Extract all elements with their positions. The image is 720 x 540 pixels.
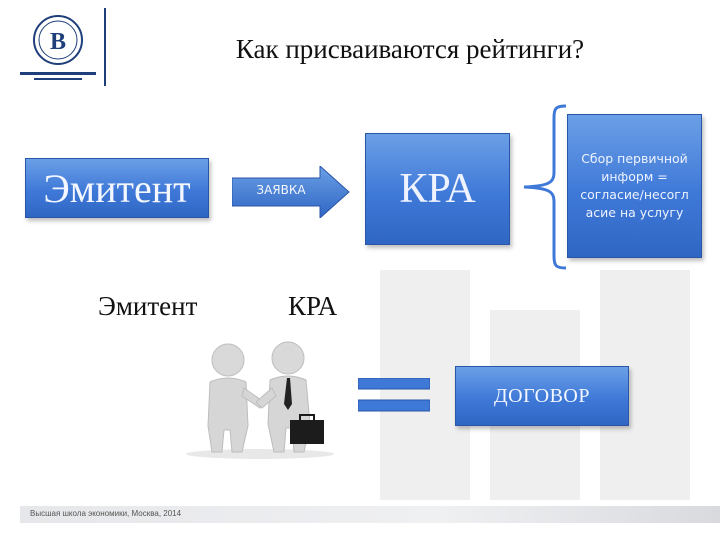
header-divider — [104, 8, 106, 86]
footer-text: Высшая школа экономики, Москва, 2014 — [30, 509, 182, 518]
page-title: Как присваиваются рейтинги? — [235, 34, 585, 64]
contract-box: ДОГОВОР — [455, 366, 629, 426]
footer-bar — [20, 506, 720, 523]
brace-connector — [523, 104, 567, 270]
issuer-box-label: Эмитент — [43, 165, 191, 211]
application-arrow — [232, 166, 350, 218]
kra-box: КРА — [365, 133, 510, 245]
kra-box-label: КРА — [399, 166, 476, 212]
hse-logo: B — [14, 12, 102, 88]
issuer-box: Эмитент — [25, 158, 209, 218]
arrow-label: ЗАЯВКА — [256, 183, 306, 197]
info-collection-text: Сбор первичной информ = согласие/несогл … — [580, 151, 689, 220]
handshake-people-image — [186, 341, 334, 459]
info-collection-box: Сбор первичной информ = согласие/несогл … — [567, 114, 702, 258]
svg-text:B: B — [50, 29, 66, 55]
contract-box-label: ДОГОВОР — [494, 384, 590, 407]
equals-sign — [358, 378, 430, 412]
kra-caption: КРА — [288, 291, 338, 321]
issuer-caption: Эмитент — [98, 291, 198, 321]
